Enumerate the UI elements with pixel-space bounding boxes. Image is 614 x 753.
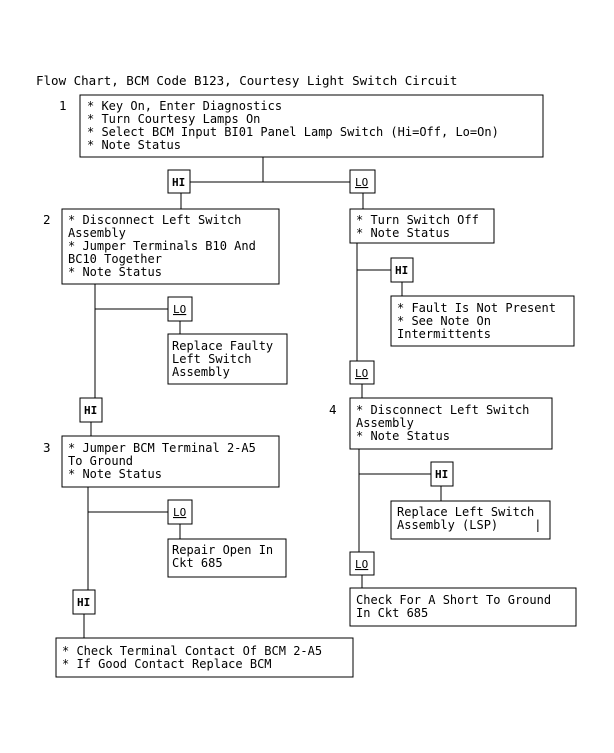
process-boxes <box>55 94 577 678</box>
box-line: Replace Left Switch <box>397 505 534 519</box>
chart-title: Flow Chart, BCM Code B123, Courtesy Ligh… <box>36 73 457 88</box>
step-number-1: 1 <box>59 98 67 113</box>
box-line: * Note Status <box>356 226 450 240</box>
box-line: In Ckt 685 <box>356 606 428 620</box>
hi-label: HI <box>435 468 448 481</box>
box-line: * Disconnect Left Switch <box>356 403 529 417</box>
hi-tag-3 <box>79 397 103 423</box>
lo-label: LO <box>173 303 186 316</box>
hi-tag-1 <box>167 169 191 194</box>
step-number-2: 2 <box>43 212 51 227</box>
box-line: Left Switch <box>172 352 251 366</box>
box-line: Assembly (LSP) | <box>397 518 542 532</box>
box-line: Ckt 685 <box>172 556 223 570</box>
hi-tag-2 <box>390 257 414 283</box>
replace-faulty-box <box>167 333 288 385</box>
lo-tag-1 <box>349 169 376 194</box>
check-short-box <box>349 587 577 627</box>
hi-tag-4 <box>430 461 454 487</box>
lo-tag-2 <box>167 296 193 322</box>
hi-label: HI <box>395 264 408 277</box>
decision-tags <box>72 169 454 615</box>
repair-open-box <box>167 538 287 578</box>
hi-label: HI <box>77 596 90 609</box>
lo-tag-4 <box>167 499 193 525</box>
box-line: Assembly <box>68 226 126 240</box>
box-line: * If Good Contact Replace BCM <box>62 657 272 671</box>
lo-tag-3 <box>349 360 375 385</box>
box-line: * Turn Switch Off <box>356 213 479 227</box>
step-3-box <box>61 435 280 488</box>
box-line: * Select BCM Input BI01 Panel Lamp Switc… <box>87 125 499 139</box>
box-line: * Jumper BCM Terminal 2-A5 <box>68 441 256 455</box>
step-2-box <box>61 208 280 285</box>
box-line: * Note Status <box>68 467 162 481</box>
hi-label: HI <box>172 176 185 189</box>
box-line: * Jumper Terminals B10 And <box>68 239 256 253</box>
hi-label: HI <box>84 404 97 417</box>
box-line: * Turn Courtesy Lamps On <box>87 112 260 126</box>
switch-off-box <box>349 208 495 244</box>
connector-lines <box>83 157 442 638</box>
step-number-4: 4 <box>329 402 337 417</box>
step-4-box <box>349 397 553 450</box>
box-line: * See Note On <box>397 314 491 328</box>
final-box <box>55 637 354 678</box>
box-line: * Disconnect Left Switch <box>68 213 241 227</box>
box-line: * Check Terminal Contact Of BCM 2-A5 <box>62 644 322 658</box>
box-line: To Ground <box>68 454 133 468</box>
lo-tag-5 <box>349 551 375 576</box>
lo-label: LO <box>355 558 368 571</box>
box-line: * Note Status <box>87 138 181 152</box>
lo-label: LO <box>355 176 368 189</box>
box-line: BC10 Together <box>68 252 162 266</box>
box-line: * Fault Is Not Present <box>397 301 556 315</box>
step-1-box <box>79 94 544 158</box>
box-line: Replace Faulty <box>172 339 273 353</box>
box-line: * Key On, Enter Diagnostics <box>87 99 282 113</box>
box-line: Check For A Short To Ground <box>356 593 551 607</box>
box-line: * Note Status <box>356 429 450 443</box>
box-line: * Note Status <box>68 265 162 279</box>
box-line: Assembly <box>172 365 230 379</box>
step-number-3: 3 <box>43 440 51 455</box>
fault-not-present-box <box>390 295 575 347</box>
box-line: Intermittents <box>397 327 491 341</box>
box-line: Assembly <box>356 416 414 430</box>
hi-tag-5 <box>72 589 96 615</box>
lo-label: LO <box>173 506 186 519</box>
lo-label: LO <box>355 367 368 380</box>
box-line: Repair Open In <box>172 543 273 557</box>
replace-lsp-box <box>390 500 551 540</box>
